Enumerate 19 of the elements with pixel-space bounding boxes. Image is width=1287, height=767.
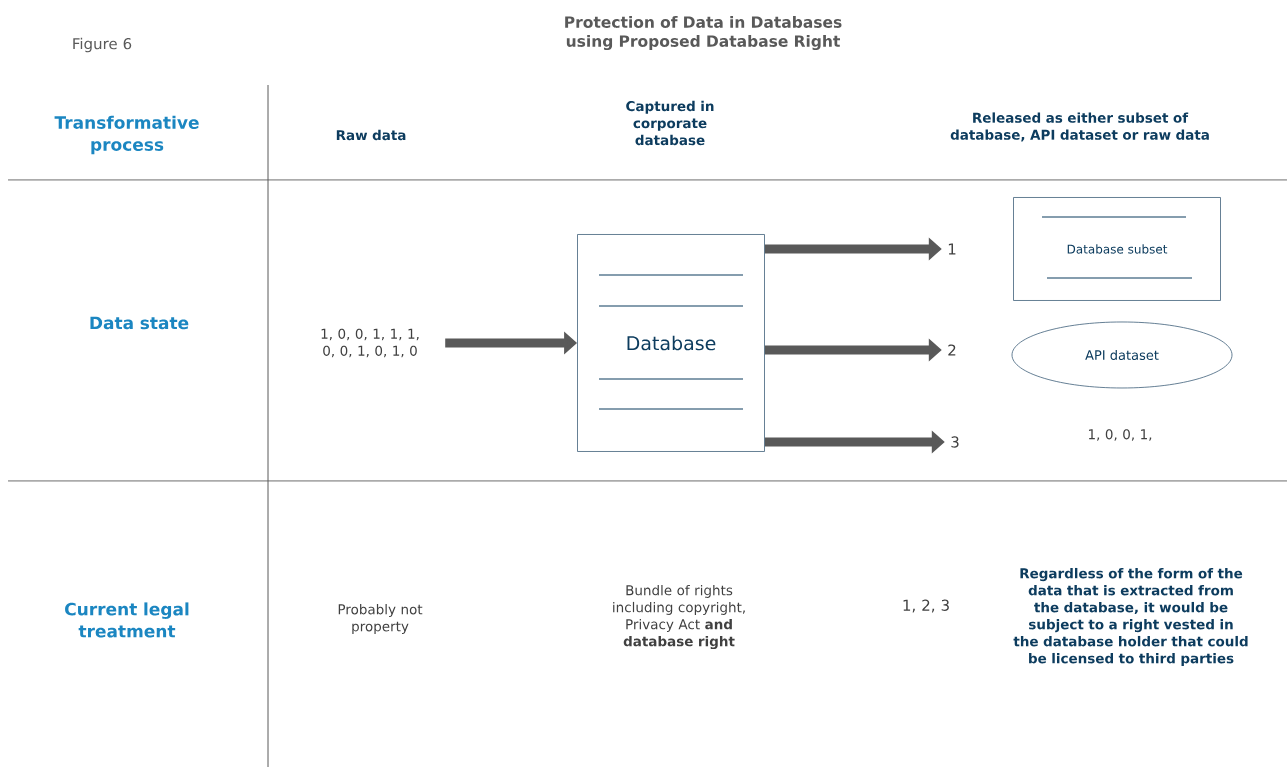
step-number: 1	[948, 243, 956, 255]
subset-box: Database subset	[1013, 197, 1221, 301]
column-header: Raw data	[336, 129, 406, 141]
title: Protection of Data in Databases using Proposed Database Right	[565, 15, 842, 51]
row-header: Data state	[90, 316, 189, 330]
cell-text: Bundle of rights including copyright, Privacy Act and database right	[613, 584, 745, 650]
cell-text: Probably not property	[338, 603, 423, 634]
cell-text: Regardless of the form of the data that is extracted from the database, it would be subject to a right vested in the database holder that could be licensed to third parties	[1013, 567, 1248, 666]
data-values: 1, 0, 0, 1,	[1089, 429, 1152, 441]
document-box: Database	[577, 234, 765, 452]
row-header: Transformative process	[54, 115, 199, 155]
row-header: Current legal treatment	[65, 602, 189, 638]
step-number: 2	[948, 344, 956, 356]
data-values: 1, 0, 0, 1, 1, 1, 0, 0, 1, 0, 1, 0	[321, 328, 419, 358]
step-number: 3	[951, 436, 959, 448]
cell-text: 1, 2, 3	[903, 599, 949, 613]
column-header: Captured in corporate database	[626, 100, 714, 146]
figure-number: Figure 6	[73, 37, 132, 53]
column-header: Released as either subset of database, API dataset or raw data	[950, 112, 1209, 142]
